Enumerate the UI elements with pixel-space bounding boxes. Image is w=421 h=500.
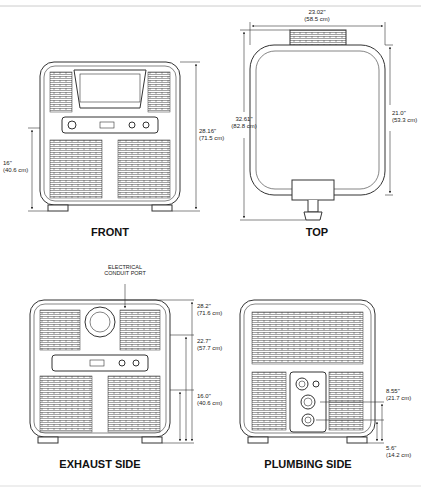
view-title: TOP <box>306 226 328 238</box>
exhaust-side-view <box>30 300 170 443</box>
view-title: FRONT <box>91 226 129 238</box>
sheet-rule <box>0 6 421 7</box>
dimension-metric: (40.6 cm) <box>197 400 222 407</box>
front-view <box>40 62 180 211</box>
dimension-value: 16" <box>3 160 12 167</box>
top-view <box>250 30 385 220</box>
dimension-value: 28.2" <box>197 303 211 310</box>
view-title: EXHAUST SIDE <box>59 458 140 470</box>
plumbing-dimension-lines <box>316 402 384 443</box>
plumbing-side-view <box>240 300 375 443</box>
dimension-value: 28.16" <box>199 128 216 135</box>
dimension-metric: (53.3 cm) <box>392 117 417 124</box>
dimension-metric: (21.7 cm) <box>386 395 411 402</box>
front-dimension-lines <box>28 62 200 211</box>
dimension-metric: (40.6 cm) <box>3 167 28 174</box>
callout-label: ELECTRICAL CONDUIT PORT <box>99 264 151 276</box>
dimension-value: 21.0" <box>392 110 406 117</box>
dimension-metric: (58.5 cm) <box>304 16 329 23</box>
dimension-value: 16.0" <box>197 393 211 400</box>
dimension-metric: (82.8 cm) <box>231 123 256 130</box>
view-title: PLUMBING SIDE <box>264 458 351 470</box>
exhaust-dimension-lines <box>100 284 194 443</box>
dimension-value: 23.02" <box>308 9 325 16</box>
dimension-metric: (14.2 cm) <box>386 452 411 459</box>
dimension-value: 32.61" <box>235 116 252 123</box>
dimension-metric: (71.6 cm) <box>197 310 222 317</box>
top-dimension-lines <box>240 22 393 220</box>
sheet-rule <box>0 486 421 487</box>
dimension-metric: (71.5 cm) <box>199 135 224 142</box>
dimension-value: 22.7" <box>197 338 211 345</box>
dimension-value: 5.6" <box>386 445 396 452</box>
dimension-metric: (57.7 cm) <box>197 345 222 352</box>
dimension-value: 8.55" <box>386 388 400 395</box>
